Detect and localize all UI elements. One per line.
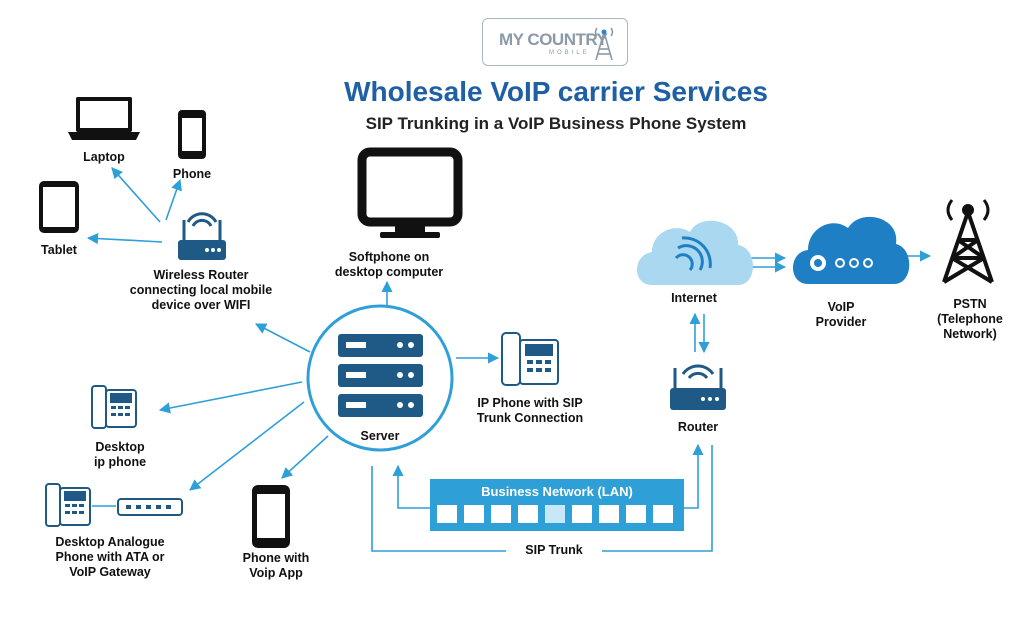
logo-text: MY COUNTRY — [499, 30, 608, 49]
arrow-server-voip-app-phone — [281, 435, 329, 479]
internet-label: Internet — [671, 291, 717, 305]
transmission-tower-icon — [942, 199, 994, 284]
ip-phone-label: IP Phone with SIP Trunk Connection — [476, 396, 584, 425]
server-label: Server — [360, 429, 400, 443]
softphone-label: Softphone on desktop computer — [334, 250, 444, 279]
voip-provider-label: VoIP Provider — [815, 300, 867, 329]
router-label: Router — [677, 420, 719, 434]
arrow-router-laptop — [111, 167, 161, 223]
arrow-lan-server — [392, 464, 430, 509]
analogue-phone-icon — [45, 483, 91, 527]
monitor-icon — [357, 147, 463, 238]
desktop-analogue-phone-label: Desktop Analogue Phone with ATA or VoIP … — [55, 535, 165, 579]
voip-provider-cloud-icon — [793, 216, 910, 284]
business-network-label: Business Network (LAN) — [481, 484, 633, 499]
page-title: Wholesale VoIP carrier Services — [344, 76, 768, 107]
arrow-lan-router — [684, 443, 704, 509]
wireless-router-icon — [178, 212, 226, 260]
tower-logo-icon — [594, 27, 614, 61]
ata-device-icon — [117, 498, 183, 516]
phone-label: Phone — [172, 167, 212, 181]
desktop-ip-phone-icon — [91, 385, 137, 429]
pstn-label: PSTN (Telephone Network) — [937, 297, 1003, 341]
desktop-ip-phone-label: Desktop ip phone — [93, 440, 147, 469]
arrow-router-phone — [165, 178, 182, 221]
arrow-router-tablet — [86, 232, 163, 245]
arrow-server-analogue-phone — [189, 401, 305, 491]
page-subtitle: SIP Trunking in a VoIP Business Phone Sy… — [365, 114, 747, 133]
tablet-label: Tablet — [41, 243, 77, 257]
ip-phone-icon — [501, 332, 559, 386]
arrow-server-wireless-router — [255, 323, 311, 353]
arrow-server-desktop-ip-phone — [158, 381, 303, 414]
wireless-router-label: Wireless Router connecting local mobile … — [129, 268, 273, 312]
logo: MY COUNTRY MOBILE — [482, 18, 628, 66]
tablet-icon — [39, 181, 79, 233]
phone-voip-app-label: Phone with Voip App — [242, 551, 310, 580]
internet-cloud-icon — [637, 220, 753, 285]
smartphone-icon — [252, 485, 290, 548]
logo-subtext: MOBILE — [549, 50, 590, 56]
laptop-label: Laptop — [83, 150, 125, 164]
sip-trunk-label: SIP Trunk — [506, 543, 602, 558]
router-icon — [670, 364, 726, 410]
